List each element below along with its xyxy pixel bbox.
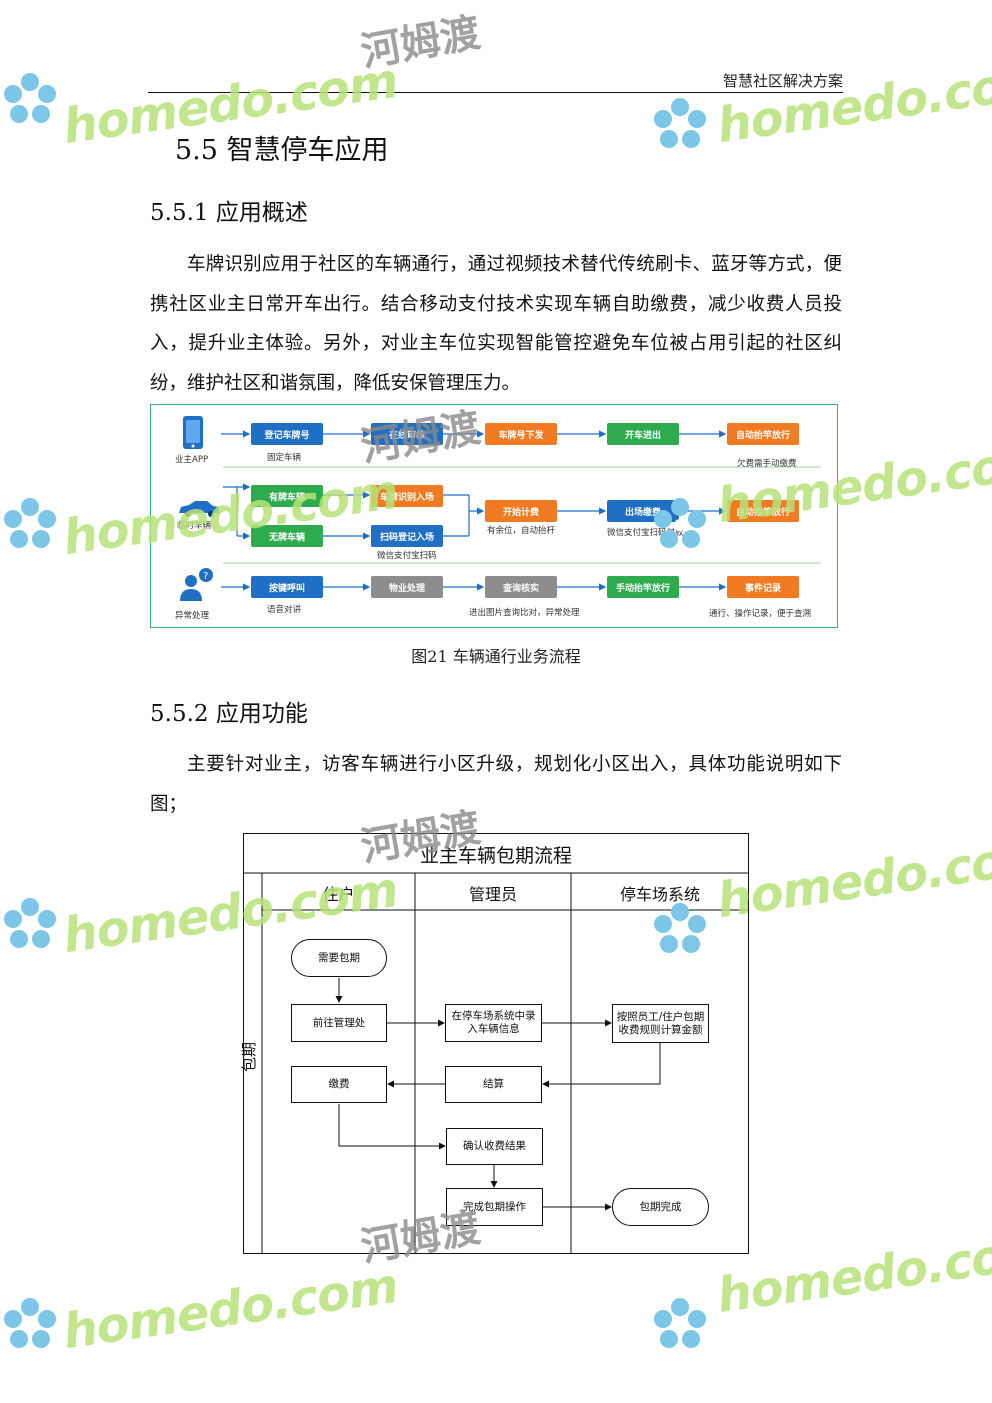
flow-plate-recognition-entry: 车牌识别入场	[371, 485, 443, 507]
watermark: homedo.com	[650, 52, 992, 159]
node-settle: 结算	[445, 1066, 542, 1103]
lane-parking-system: 停车场系统	[619, 885, 700, 904]
figure1-caption: 图21 车辆通行业务流程	[411, 647, 581, 666]
swimlane-side-label: 包期	[240, 1041, 258, 1072]
flow-query-verify-note: 进出图片查询比对，异常处理	[469, 608, 580, 618]
flow-unplated-vehicle: 无牌车辆	[251, 525, 323, 547]
node-pay: 缴费	[291, 1066, 387, 1103]
flow-arrows	[221, 430, 821, 591]
lane-resident: 住户	[322, 885, 355, 904]
watermark: homedo.com 河姆渡	[0, 1205, 484, 1360]
flow-scan-register-entry: 扫码登记入场	[371, 525, 443, 547]
overview-text: 车牌识别应用于社区的车辆通行，通过视频技术替代传统刷卡、蓝牙等方式，便携社区业主…	[150, 254, 842, 394]
functions-paragraph: 主要针对业主，访客车辆进行小区升级，规划化小区出入，具体功能说明如下图；	[150, 745, 842, 824]
vehicle-flow-figure: 业主APP 登记车牌号 固定车辆 在线审核 车牌号下发 开车进出 自动抬竿放行 …	[150, 404, 838, 628]
subsection-heading-overview: 5.5.1 应用概述	[150, 200, 308, 226]
flow-exit-payment: 出场缴费	[607, 500, 679, 522]
flower-logo-icon	[4, 1298, 56, 1348]
flow-event-record: 事件记录	[727, 576, 799, 598]
flow-event-record-note: 通行、操作记录，便于查溯	[709, 609, 812, 619]
flow-call-button: 按键呼叫	[251, 576, 323, 598]
node-period-done: 包期完成	[612, 1188, 709, 1226]
node-go-to-office: 前往管理处	[291, 1004, 387, 1042]
flow-auto-barrier-note: 欠费需手动缴费	[737, 459, 797, 469]
node-calc-amount: 按照员工/住户包期收费规则计算金额	[612, 1004, 709, 1043]
flower-logo-icon	[654, 1298, 706, 1348]
watermark-cn: 河姆渡	[357, 9, 484, 77]
support-person-icon: ?	[180, 568, 213, 601]
lane-admin: 管理员	[468, 885, 517, 904]
watermark-dotcom: .com	[268, 1257, 402, 1331]
watermark-dotcom: .com	[922, 1221, 992, 1295]
node-enter-vehicle-info: 在停车场系统中录入车辆信息	[445, 1004, 542, 1042]
flow-query-verify: 查询核实	[485, 576, 557, 598]
watermark: homedo.com	[650, 1222, 992, 1359]
watermark: homedo.com 河姆渡	[0, 405, 484, 566]
node-need-period: 需要包期	[291, 939, 387, 977]
flow-register-plate-note: 固定车辆	[267, 453, 302, 463]
flow-exit-payment-note: 微信支付宝扫码付款	[607, 528, 684, 538]
actor-owner-app: 业主APP	[175, 455, 209, 465]
flow-start-billing-note: 有余位，自动抬杆	[487, 526, 556, 536]
watermark-brand: homedo	[59, 1275, 277, 1361]
actor-temp-vehicle: 临时车辆	[177, 521, 212, 531]
header-rule	[148, 92, 843, 93]
overview-paragraph: 车牌识别应用于社区的车辆通行，通过视频技术替代传统刷卡、蓝牙等方式，便携社区业主…	[150, 245, 842, 403]
watermark-dotcom: .com	[922, 826, 992, 900]
svg-text:?: ?	[203, 571, 208, 582]
watermark-dotcom: .com	[922, 431, 992, 505]
node-finish-operation: 完成包期操作	[446, 1188, 543, 1226]
swimlane-title: 业主车辆包期流程	[419, 845, 572, 867]
phone-icon	[183, 416, 203, 449]
node-confirm-result: 确认收费结果	[446, 1128, 543, 1165]
flow-property-handling: 物业处理	[371, 576, 443, 598]
watermark-dotcom: .com	[922, 51, 992, 125]
flow-plate-issue: 车牌号下发	[485, 423, 557, 445]
flower-logo-icon	[4, 898, 56, 948]
swimlane-frame	[243, 833, 749, 1254]
running-header: 智慧社区解决方案	[722, 72, 843, 90]
flower-logo-icon	[4, 73, 56, 123]
swimlane-diagram: 业主车辆包期流程 住户 管理员 停车场系统 包期 需要包期 前往管理处 在停车场…	[240, 833, 749, 1254]
actor-exception: 异常处理	[175, 611, 210, 621]
subsection-heading-functions: 5.5.2 应用功能	[150, 701, 308, 727]
watermark: homedo.com 河姆渡	[0, 805, 484, 964]
flow-register-plate: 登记车牌号	[251, 423, 323, 445]
functions-text: 主要针对业主，访客车辆进行小区升级，规划化小区出入，具体功能说明如下图；	[150, 754, 842, 815]
flow-online-review: 在线审核	[371, 423, 443, 445]
watermark-dotcom: .com	[268, 52, 402, 126]
watermark: homedo.com 河姆渡	[0, 10, 484, 155]
flower-logo-icon	[654, 98, 706, 148]
flow-start-billing: 开始计费	[485, 500, 557, 522]
flower-logo-icon	[4, 498, 56, 548]
flow-auto-barrier: 自动抬竿放行	[727, 423, 799, 445]
flow-scan-register-note: 微信支付宝扫码	[377, 551, 437, 561]
section-heading: 5.5 智慧停车应用	[175, 135, 389, 166]
flow-plated-vehicle: 有牌车辆	[251, 485, 323, 507]
flow-drive-in-out: 开车进出	[607, 423, 679, 445]
car-icon	[179, 501, 219, 517]
flow-manual-barrier: 手动抬竿放行	[607, 576, 679, 598]
flow-call-button-note: 语音对讲	[267, 605, 302, 615]
flow-auto-barrier-2: 自动抬竿放行	[727, 500, 799, 522]
